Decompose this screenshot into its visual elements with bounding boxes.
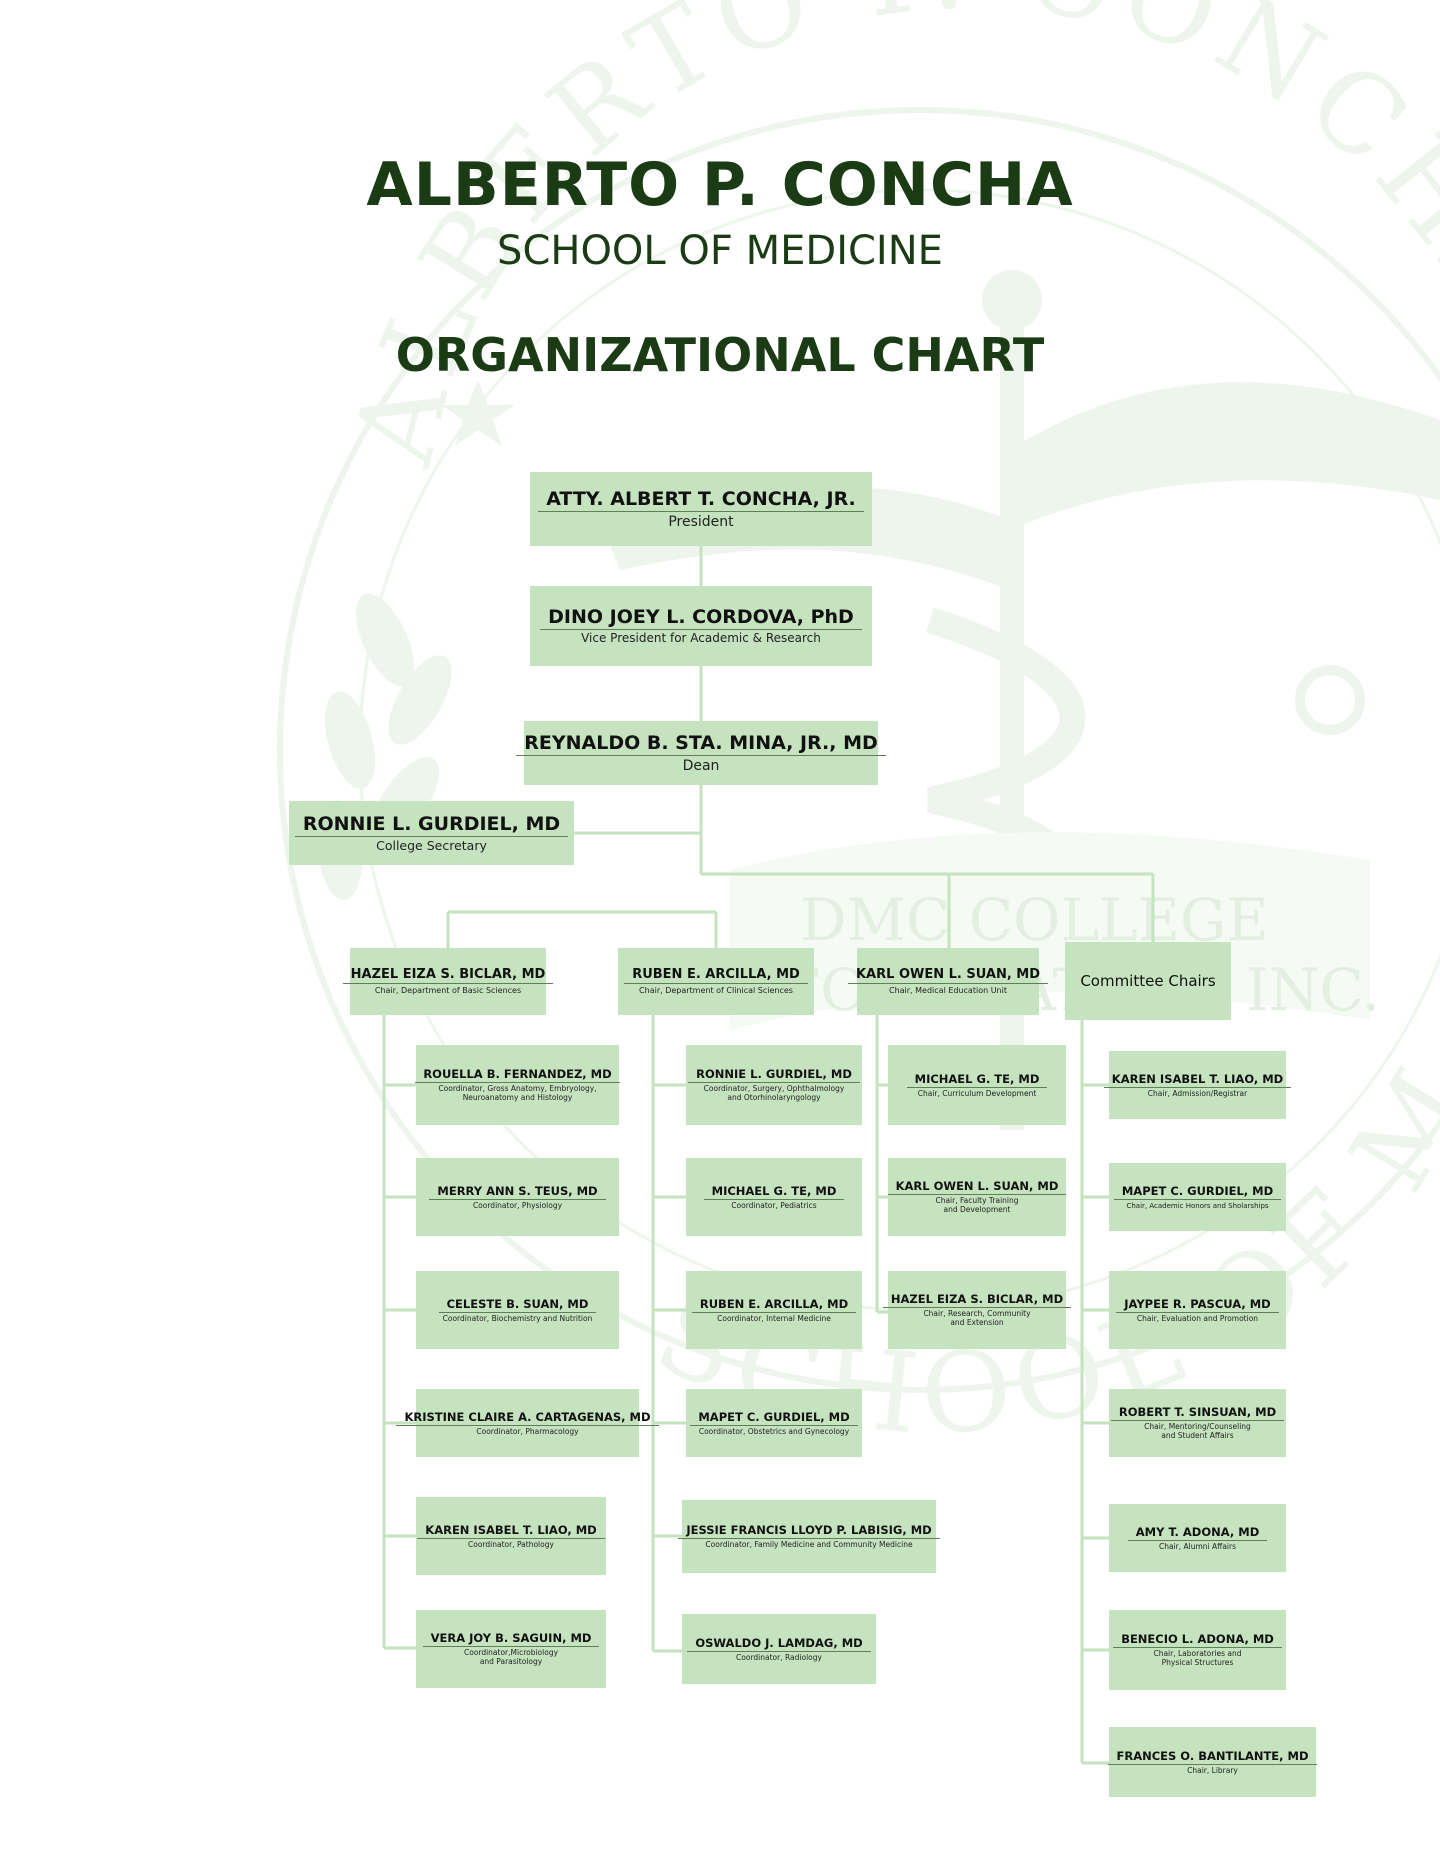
clinical-item-name: MICHAEL G. TE, MD [703, 1184, 845, 1200]
committee-item-role: Chair, Admission/Registrar [1147, 1088, 1248, 1098]
clinical-item-role: Coordinator, Surgery, Ophthalmology and … [703, 1084, 845, 1102]
clinical-item-1: RONNIE L. GURDIEL, MD Coordinator, Surge… [686, 1045, 862, 1125]
chair-basic-sciences-box: HAZEL EIZA S. BICLAR, MD Chair, Departme… [342, 948, 554, 1015]
committee-item-name: ROBERT T. SINSUAN, MD [1110, 1405, 1285, 1422]
basic-item-name: ROUELLA B. FERNANDEZ, MD [415, 1067, 620, 1084]
secretary-role: College Secretary [376, 837, 487, 853]
chair-meu-role: Chair, Medical Education Unit [888, 986, 1007, 996]
meu-item-role: Chair, Research, Community and Extension [923, 1309, 1031, 1327]
school-subtitle: SCHOOL OF MEDICINE [497, 228, 943, 274]
basic-item-role: Coordinator, Gross Anatomy, Embryology, … [438, 1084, 597, 1102]
chair-basic-name: HAZEL EIZA S. BICLAR, MD [342, 967, 554, 985]
committee-item-name: AMY T. ADONA, MD [1127, 1525, 1268, 1541]
meu-item-name: KARL OWEN L. SUAN, MD [887, 1179, 1067, 1196]
president-box: ATTY. ALBERT T. CONCHA, JR. President [530, 472, 872, 546]
clinical-item-name: RUBEN E. ARCILLA, MD [691, 1297, 857, 1313]
basic-item-3: CELESTE B. SUAN, MD Coordinator, Biochem… [416, 1271, 619, 1349]
committee-item-role: Chair, Alumni Affairs [1159, 1541, 1236, 1551]
president-role: President [668, 513, 734, 530]
meu-item-name: HAZEL EIZA S. BICLAR, MD [882, 1292, 1072, 1309]
clinical-item-4: MAPET C. GURDIEL, MD Coordinator, Obstet… [686, 1389, 862, 1457]
committee-item-name: KAREN ISABEL T. LIAO, MD [1103, 1072, 1292, 1088]
basic-item-role: Coordinator,Microbiology and Parasitolog… [463, 1648, 559, 1666]
clinical-item-name: RONNIE L. GURDIEL, MD [688, 1067, 860, 1084]
basic-item-2: MERRY ANN S. TEUS, MD Coordinator, Physi… [416, 1158, 619, 1236]
committee-item-role: Chair, Laboratories and Physical Structu… [1153, 1649, 1242, 1667]
committee-item-role: Chair, Evaluation and Promotion [1136, 1313, 1259, 1323]
clinical-item-5: JESSIE FRANCIS LLOYD P. LABISIG, MD Coor… [678, 1500, 940, 1573]
committee-item-role: Chair, Library [1187, 1765, 1238, 1775]
clinical-item-name: MAPET C. GURDIEL, MD [690, 1410, 858, 1426]
meu-item-role: Chair, Faculty Training and Development [935, 1196, 1019, 1214]
committee-item-name: MAPET C. GURDIEL, MD [1113, 1184, 1282, 1200]
clinical-item-name: JESSIE FRANCIS LLOYD P. LABISIG, MD [678, 1523, 940, 1540]
dean-name: REYNALDO B. STA. MINA, JR., MD [516, 732, 886, 756]
basic-item-4: KRISTINE CLAIRE A. CARTAGENAS, MD Coordi… [396, 1389, 659, 1457]
basic-item-name: KRISTINE CLAIRE A. CARTAGENAS, MD [396, 1410, 659, 1426]
committee-item-4: ROBERT T. SINSUAN, MD Chair, Mentoring/C… [1109, 1389, 1286, 1457]
meu-item-1: MICHAEL G. TE, MD Chair, Curriculum Deve… [888, 1045, 1066, 1125]
committee-item-7: FRANCES O. BANTILANTE, MD Chair, Library [1108, 1727, 1317, 1797]
vice-president-role: Vice President for Academic & Research [581, 631, 821, 646]
committee-item-name: FRANCES O. BANTILANTE, MD [1108, 1749, 1317, 1765]
clinical-item-role: Coordinator, Internal Medicine [717, 1313, 831, 1323]
committee-item-1: KAREN ISABEL T. LIAO, MD Chair, Admissio… [1103, 1051, 1292, 1119]
committee-chairs-box: Committee Chairs [1065, 942, 1231, 1020]
meu-item-name: MICHAEL G. TE, MD [906, 1072, 1048, 1088]
clinical-item-2: MICHAEL G. TE, MD Coordinator, Pediatric… [686, 1158, 862, 1236]
basic-item-5: KAREN ISABEL T. LIAO, MD Coordinator, Pa… [416, 1497, 606, 1575]
chair-clinical-role: Chair, Department of Clinical Sciences [639, 986, 793, 996]
committee-item-3: JAYPEE R. PASCUA, MD Chair, Evaluation a… [1109, 1271, 1286, 1349]
committee-item-2: MAPET C. GURDIEL, MD Chair, Academic Hon… [1109, 1163, 1286, 1231]
basic-item-role: Coordinator, Pharmacology [476, 1426, 579, 1436]
clinical-item-name: OSWALDO J. LAMDAG, MD [687, 1636, 871, 1652]
meu-item-3: HAZEL EIZA S. BICLAR, MD Chair, Research… [882, 1271, 1072, 1349]
chair-clinical-name: RUBEN E. ARCILLA, MD [624, 967, 808, 985]
basic-item-role: Coordinator, Pathology [468, 1539, 554, 1549]
committee-item-6: BENECIO L. ADONA, MD Chair, Laboratories… [1109, 1610, 1286, 1690]
meu-item-2: KARL OWEN L. SUAN, MD Chair, Faculty Tra… [887, 1158, 1067, 1236]
clinical-item-3: RUBEN E. ARCILLA, MD Coordinator, Intern… [686, 1271, 862, 1349]
chart-title: ORGANIZATIONAL CHART [395, 328, 1045, 382]
secretary-name: RONNIE L. GURDIEL, MD [294, 813, 569, 837]
chair-clinical-sciences-box: RUBEN E. ARCILLA, MD Chair, Department o… [618, 948, 814, 1015]
basic-item-name: CELESTE B. SUAN, MD [438, 1297, 597, 1313]
chair-meu-name: KARL OWEN L. SUAN, MD [847, 967, 1049, 985]
meu-item-role: Chair, Curriculum Development [917, 1088, 1037, 1098]
clinical-item-role: Coordinator, Obstetrics and Gynecology [698, 1426, 850, 1436]
basic-item-1: ROUELLA B. FERNANDEZ, MD Coordinator, Gr… [415, 1045, 620, 1125]
college-secretary-box: RONNIE L. GURDIEL, MD College Secretary [289, 801, 574, 865]
clinical-item-role: Coordinator, Pediatrics [731, 1200, 817, 1210]
clinical-item-6: OSWALDO J. LAMDAG, MD Coordinator, Radio… [682, 1614, 876, 1684]
basic-item-name: VERA JOY B. SAGUIN, MD [422, 1631, 600, 1648]
vice-president-name: DINO JOEY L. CORDOVA, PhD [540, 606, 862, 631]
dean-role: Dean [682, 757, 720, 774]
basic-item-name: MERRY ANN S. TEUS, MD [429, 1184, 606, 1200]
basic-item-name: KAREN ISABEL T. LIAO, MD [417, 1523, 605, 1539]
committee-chairs-label: Committee Chairs [1080, 972, 1216, 990]
committee-item-name: BENECIO L. ADONA, MD [1113, 1632, 1282, 1649]
basic-item-role: Coordinator, Biochemistry and Nutrition [442, 1313, 593, 1323]
president-name: ATTY. ALBERT T. CONCHA, JR. [538, 488, 864, 512]
dean-box: REYNALDO B. STA. MINA, JR., MD Dean [516, 721, 886, 785]
chair-meu-box: KARL OWEN L. SUAN, MD Chair, Medical Edu… [847, 948, 1049, 1015]
committee-item-role: Chair, Academic Honors and Sholarships [1126, 1201, 1269, 1210]
committee-item-name: JAYPEE R. PASCUA, MD [1116, 1297, 1279, 1313]
committee-item-5: AMY T. ADONA, MD Chair, Alumni Affairs [1109, 1504, 1286, 1572]
basic-item-role: Coordinator, Physiology [472, 1200, 563, 1210]
basic-item-6: VERA JOY B. SAGUIN, MD Coordinator,Micro… [416, 1610, 606, 1688]
school-name: ALBERTO P. CONCHA [366, 150, 1074, 220]
clinical-item-role: Coordinator, Family Medicine and Communi… [705, 1540, 913, 1550]
vice-president-box: DINO JOEY L. CORDOVA, PhD Vice President… [530, 586, 872, 666]
clinical-item-role: Coordinator, Radiology [736, 1652, 822, 1662]
chair-basic-role: Chair, Department of Basic Sciences [374, 986, 522, 996]
committee-item-role: Chair, Mentoring/Counseling and Student … [1144, 1422, 1251, 1440]
